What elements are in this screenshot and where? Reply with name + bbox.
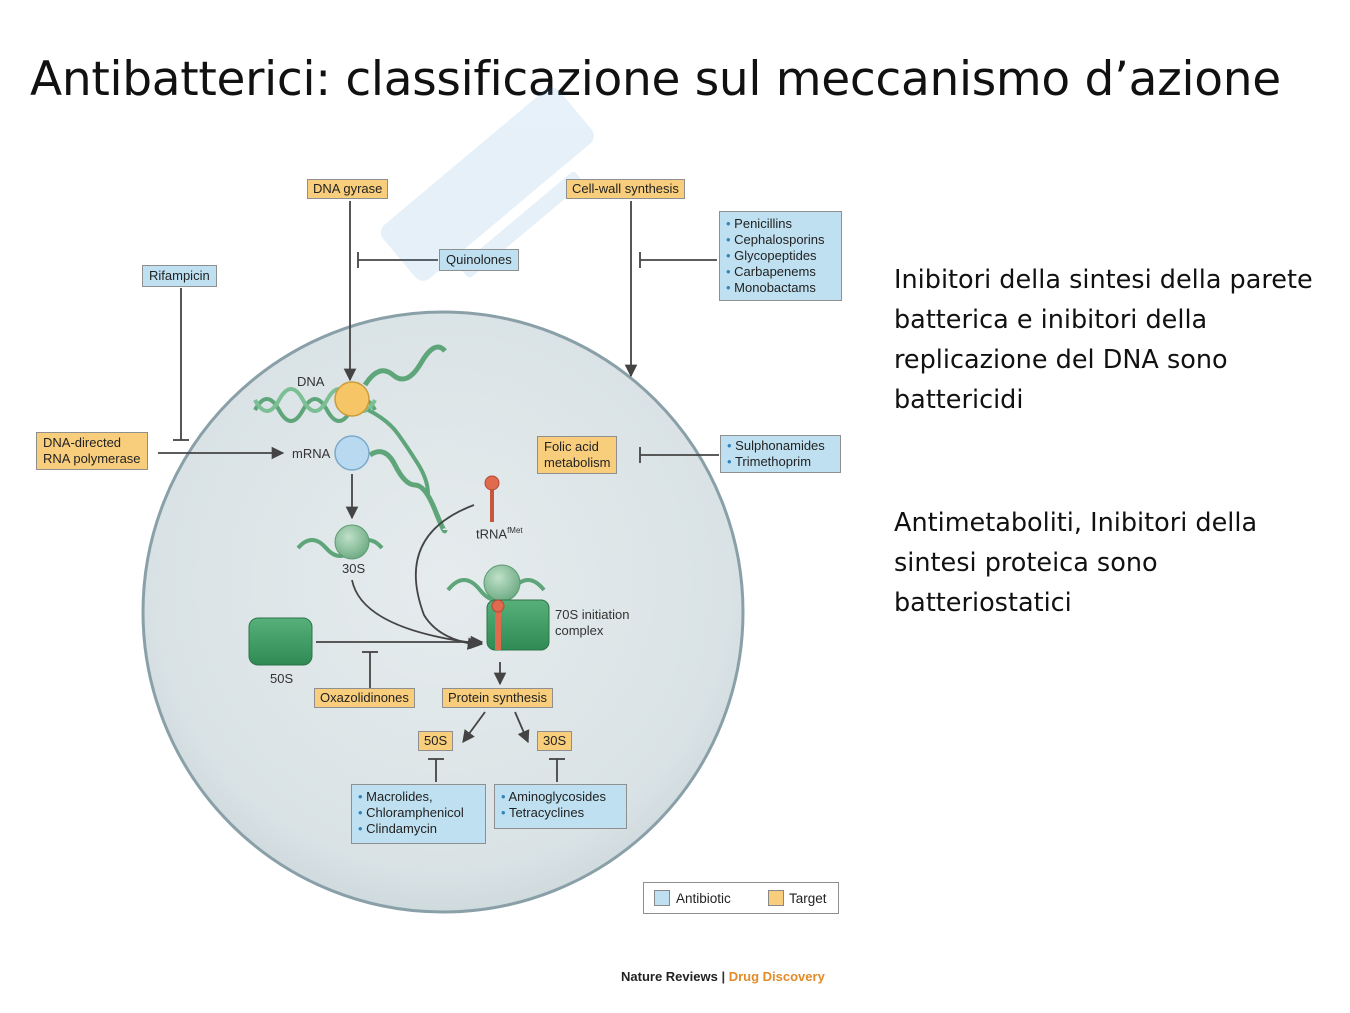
antibiotic-list-cell-wall: Penicillins Cephalosporins Glycopeptides… bbox=[719, 211, 842, 301]
trna-head bbox=[485, 476, 499, 490]
drug-item: Trimethoprim bbox=[727, 454, 834, 470]
side-paragraph-bactericidal: Inibitori della sintesi della parete bat… bbox=[894, 260, 1314, 420]
target-protein-synthesis: Protein synthesis bbox=[442, 688, 553, 708]
label-initiation-complex: 70S initiation complex bbox=[555, 607, 629, 639]
legend-target-swatch bbox=[768, 890, 784, 906]
dna-gyrase-enzyme bbox=[335, 382, 369, 416]
subunit-50s bbox=[249, 618, 312, 665]
drug-item: Tetracyclines bbox=[501, 805, 620, 821]
drug-item: Glycopeptides bbox=[726, 248, 835, 264]
drug-item: Penicillins bbox=[726, 216, 835, 232]
legend: Antibiotic Target bbox=[643, 882, 839, 914]
target-30s: 30S bbox=[537, 731, 572, 751]
label-30s: 30S bbox=[342, 561, 365, 576]
drug-item: Chloramphenicol bbox=[358, 805, 479, 821]
target-dna-gyrase: DNA gyrase bbox=[307, 179, 388, 199]
target-rna-polymerase: DNA-directed RNA polymerase bbox=[36, 432, 148, 470]
label-50s: 50S bbox=[270, 671, 293, 686]
antibiotic-list-folate: Sulphonamides Trimethoprim bbox=[720, 435, 841, 473]
rna-polymerase-enzyme bbox=[335, 436, 369, 470]
antibiotic-rifampicin: Rifampicin bbox=[142, 265, 217, 287]
drug-item: Aminoglycosides bbox=[501, 789, 620, 805]
label-trna: tRNAfMet bbox=[476, 526, 523, 541]
label-mrna: mRNA bbox=[292, 446, 330, 461]
figure-credit: Nature Reviews | Drug Discovery bbox=[621, 969, 825, 984]
label-dna: DNA bbox=[297, 374, 324, 389]
target-50s: 50S bbox=[418, 731, 453, 751]
initiation-small-subunit bbox=[484, 565, 520, 601]
side-paragraph-bacteriostatic: Antimetaboliti, Inibitori della sintesi … bbox=[894, 503, 1314, 623]
legend-antibiotic-swatch bbox=[654, 890, 670, 906]
legend-target-label: Target bbox=[789, 891, 827, 906]
drug-item: Carbapenems bbox=[726, 264, 835, 280]
antibiotic-list-30s: Aminoglycosides Tetracyclines bbox=[494, 784, 627, 829]
target-folic-acid-metabolism: Folic acid metabolism bbox=[537, 436, 617, 474]
antibiotic-list-50s: Macrolides, Chloramphenicol Clindamycin bbox=[351, 784, 486, 844]
subunit-30s bbox=[335, 525, 369, 559]
drug-item: Macrolides, bbox=[358, 789, 479, 805]
drug-item: Monobactams bbox=[726, 280, 835, 296]
antibiotic-quinolones: Quinolones bbox=[439, 249, 519, 271]
drug-item: Clindamycin bbox=[358, 821, 479, 837]
legend-antibiotic-label: Antibiotic bbox=[676, 891, 731, 906]
antibiotic-oxazolidinones: Oxazolidinones bbox=[314, 688, 415, 708]
target-cell-wall-synthesis: Cell-wall synthesis bbox=[566, 179, 685, 199]
drug-item: Cephalosporins bbox=[726, 232, 835, 248]
drug-item: Sulphonamides bbox=[727, 438, 834, 454]
